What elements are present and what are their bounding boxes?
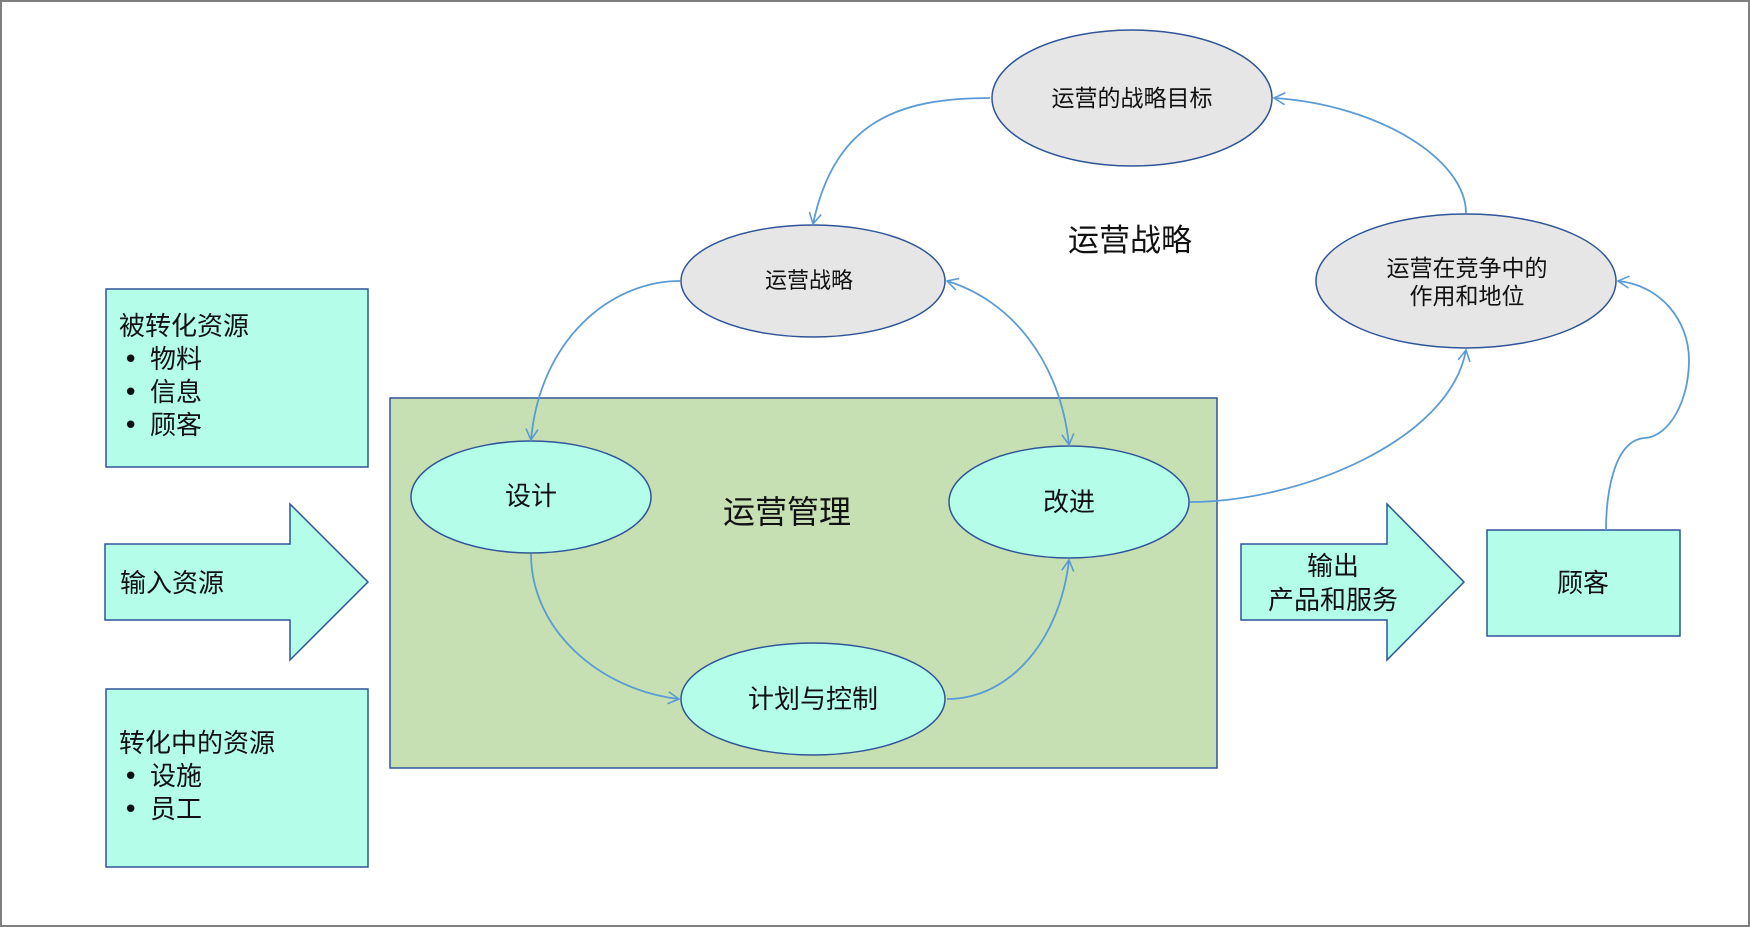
plan-control-label: 计划与控制	[748, 685, 878, 715]
transformed-resources-heading: 被转化资源	[119, 312, 250, 342]
list-item: 物料	[119, 344, 249, 377]
arrow-customer-to-role	[1605, 275, 1690, 531]
arrow-role-to-goal	[1272, 92, 1467, 214]
competitive-role-node	[1315, 213, 1617, 349]
transforming-resources-text: 转化中的资源 设施 员工	[119, 728, 275, 827]
strategic-goal-label: 运营的战略目标	[1052, 86, 1213, 112]
arrow-plan-to-improve	[946, 558, 1075, 700]
transforming-resources-heading: 转化中的资源	[119, 729, 276, 759]
list-item: 员工	[119, 794, 275, 827]
transformed-resources-text: 被转化资源 物料 信息 顾客	[119, 311, 249, 443]
arrow-improve-to-role	[1189, 348, 1471, 503]
strategy-section-title: 运营战略	[1068, 223, 1192, 259]
transforming-resources-list: 设施 员工	[119, 761, 275, 827]
list-item: 信息	[119, 377, 249, 410]
output-arrow	[1240, 502, 1466, 662]
operations-management-title: 运营管理	[723, 493, 851, 531]
strategic-goal-node	[991, 29, 1273, 167]
operations-strategy-label: 运营战略	[765, 269, 853, 294]
arrow-goal-to-strategy	[808, 97, 991, 226]
customer-label: 顾客	[1557, 569, 1609, 599]
arrow-strategy-to-design	[525, 280, 681, 442]
arrow-strategy-improve	[945, 277, 1075, 447]
customer-box	[1486, 529, 1681, 637]
output-label-line2: 产品和服务	[1268, 586, 1398, 616]
competitive-role-label-line2: 作用和地位	[1410, 284, 1525, 310]
transformed-resources-list: 物料 信息 顾客	[119, 344, 249, 443]
arrow-design-to-plan	[530, 553, 681, 705]
competitive-role-label-line1: 运营在竞争中的	[1387, 256, 1548, 282]
input-resources-arrow	[104, 502, 370, 662]
list-item: 顾客	[119, 410, 249, 443]
output-label-line1: 输出	[1307, 552, 1359, 582]
design-label: 设计	[505, 482, 557, 512]
plan-control-node	[680, 642, 946, 756]
input-resources-label: 输入资源	[120, 569, 224, 599]
improve-label: 改进	[1043, 488, 1095, 518]
list-item: 设施	[119, 761, 275, 794]
